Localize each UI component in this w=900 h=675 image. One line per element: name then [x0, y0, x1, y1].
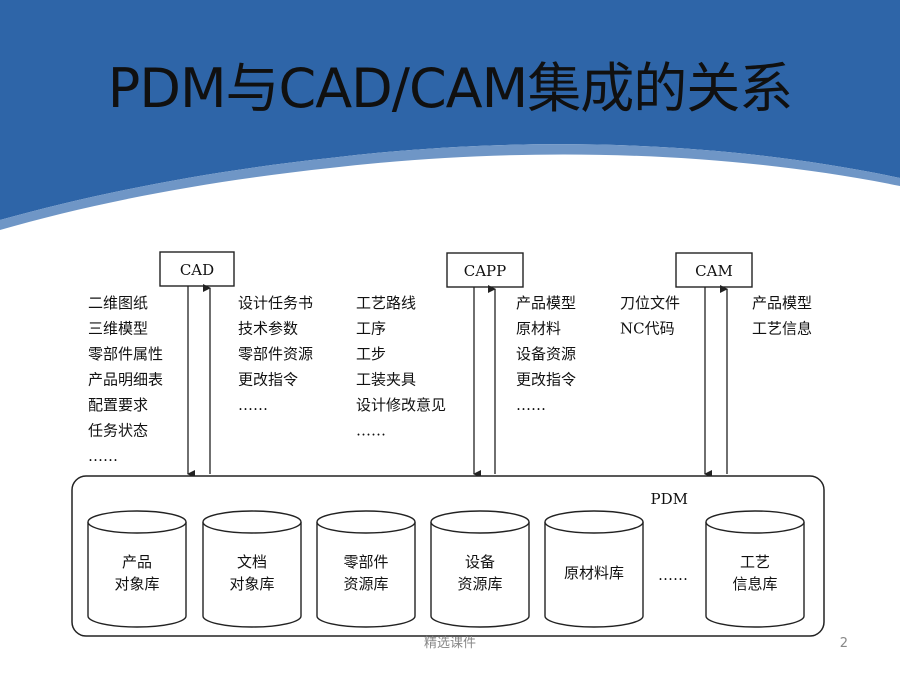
pdm-label: PDM	[651, 490, 688, 508]
cam-label: CAM	[695, 262, 733, 280]
database-label: 产品	[122, 553, 152, 571]
capp-label: CAPP	[464, 262, 507, 280]
list-item: 设备资源	[516, 345, 576, 363]
list-item: 更改指令	[516, 371, 576, 389]
database-label: 资源库	[343, 575, 388, 593]
list-item: NC代码	[620, 320, 675, 338]
list-item: 工艺路线	[356, 294, 416, 312]
page-number: 2	[839, 636, 848, 651]
list-item: 二维图纸	[88, 294, 148, 312]
list-item: 更改指令	[238, 371, 298, 389]
database-label: 对象库	[114, 575, 159, 593]
cam-box: CAM	[675, 252, 753, 288]
list-item: 任务状态	[88, 422, 148, 440]
cad-label: CAD	[180, 261, 214, 279]
list-item: 设计修改意见	[356, 396, 446, 414]
database-label: 文档	[237, 553, 267, 571]
list-item: 零部件属性	[88, 345, 163, 363]
header-band	[0, 0, 900, 230]
database-label: 原材料库	[564, 564, 624, 582]
list-item: ……	[238, 396, 268, 414]
list-item: 刀位文件	[620, 294, 680, 312]
list-item: 产品明细表	[88, 371, 163, 389]
list-item: 工艺信息	[752, 320, 812, 338]
database-label: 信息库	[732, 575, 777, 593]
list-item: ……	[516, 396, 546, 414]
list-item: 设计任务书	[238, 294, 313, 312]
database-label: 资源库	[457, 575, 502, 593]
list-item: ……	[356, 422, 386, 440]
list-item: 产品模型	[752, 294, 812, 312]
slide-title: PDM与CAD/CAM集成的关系	[107, 57, 793, 120]
list-item: 原材料	[516, 320, 561, 338]
database-label: 工艺	[740, 553, 770, 571]
cad-box: CAD	[159, 251, 235, 287]
database-label: 设备	[465, 553, 495, 571]
list-item: 产品模型	[516, 294, 576, 312]
list-item: 技术参数	[238, 320, 298, 338]
list-item: 配置要求	[88, 396, 148, 414]
database-label: 对象库	[229, 575, 274, 593]
list-item: 三维模型	[88, 320, 148, 338]
list-item: 工装夹具	[356, 371, 416, 389]
list-item: 工步	[356, 345, 386, 363]
db-ellipsis: ……	[658, 566, 688, 584]
list-item: 工序	[356, 320, 386, 338]
footer-text: 精选课件	[423, 636, 476, 651]
list-item: ……	[88, 447, 118, 465]
capp-box: CAPP	[446, 252, 524, 288]
database-label: 零部件	[343, 553, 388, 571]
list-item: 零部件资源	[238, 345, 313, 363]
database-cylinder: 原材料库	[544, 510, 644, 628]
cam-left-items: 刀位文件 NC代码	[620, 294, 680, 338]
